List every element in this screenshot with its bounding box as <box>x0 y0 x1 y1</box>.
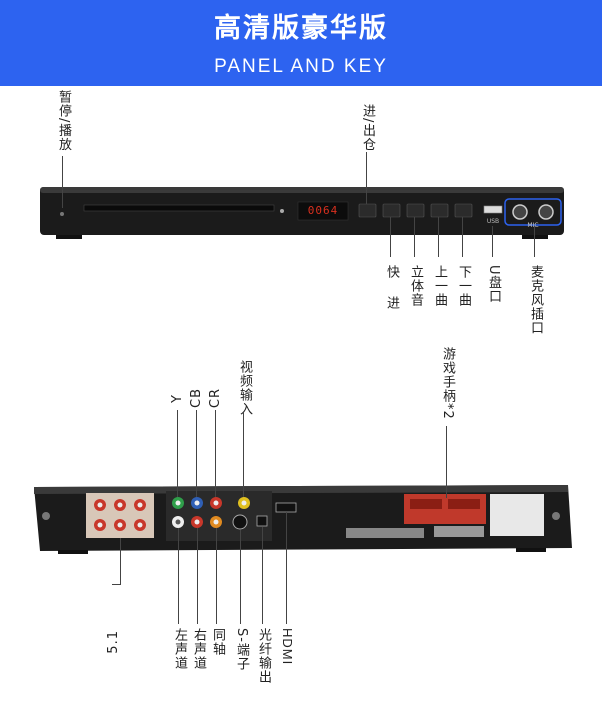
leader-pause-play <box>62 156 63 208</box>
label-eject: 进/出仓 <box>360 104 375 152</box>
label-5-1: 5.1 <box>106 630 121 654</box>
front-display-text: 0064 <box>307 204 339 217</box>
leader-prev <box>438 217 439 257</box>
leader-fast-forward <box>390 217 391 257</box>
leader-cb <box>196 410 197 497</box>
label-optical: 光纤输出 <box>256 628 271 684</box>
label-fast-forward-1: 快 <box>384 265 399 279</box>
label-stereo: 立体音 <box>408 265 423 307</box>
label-mic: 麦克风插口 <box>528 265 543 335</box>
leader-51-h <box>112 584 121 585</box>
label-right-channel: 右声道 <box>191 628 206 670</box>
leader-gamepad <box>446 426 447 498</box>
leader-next <box>462 217 463 257</box>
front-panel-device <box>40 187 564 239</box>
label-prev-track: 上一曲 <box>432 265 447 307</box>
label-video-in: 视频输入 <box>237 360 252 416</box>
leader-coaxial <box>216 528 217 624</box>
label-usb: U盘口 <box>486 265 501 304</box>
leader-s-terminal <box>240 530 241 624</box>
rear-panel-device <box>34 485 572 554</box>
label-y: Y <box>170 394 185 403</box>
leader-hdmi <box>286 512 287 624</box>
leader-y <box>177 410 178 497</box>
label-coaxial: 同轴 <box>210 628 225 656</box>
mic-port-text: MIC <box>527 222 539 229</box>
page-title: 高清版豪华版 <box>214 13 388 44</box>
leader-51-v <box>120 538 121 584</box>
leader-cr <box>215 410 216 497</box>
leader-optical <box>262 527 263 624</box>
usb-port-text: USB <box>486 218 500 225</box>
leader-eject <box>366 152 367 204</box>
label-left-channel: 左声道 <box>172 628 187 670</box>
label-next-track: 下一曲 <box>456 265 471 307</box>
leader-left-ch <box>178 528 179 624</box>
label-cb: CB <box>189 388 204 408</box>
label-gamepad: 游戏手柄*2 <box>440 347 455 420</box>
leader-stereo <box>414 217 415 257</box>
label-cr: CR <box>208 388 223 409</box>
leader-right-ch <box>197 528 198 624</box>
page-subtitle: PANEL AND KEY <box>214 56 388 77</box>
label-fast-forward-2: 进 <box>384 296 399 310</box>
leader-usb <box>492 226 493 257</box>
label-hdmi: HDMI <box>280 628 295 666</box>
label-s-terminal: S-端子 <box>234 628 249 671</box>
header-banner: 高清版豪华版 PANEL AND KEY <box>0 0 602 86</box>
leader-video-in <box>243 412 244 497</box>
leader-mic <box>534 226 535 257</box>
label-pause-play: 暂停/播放 <box>56 90 71 152</box>
